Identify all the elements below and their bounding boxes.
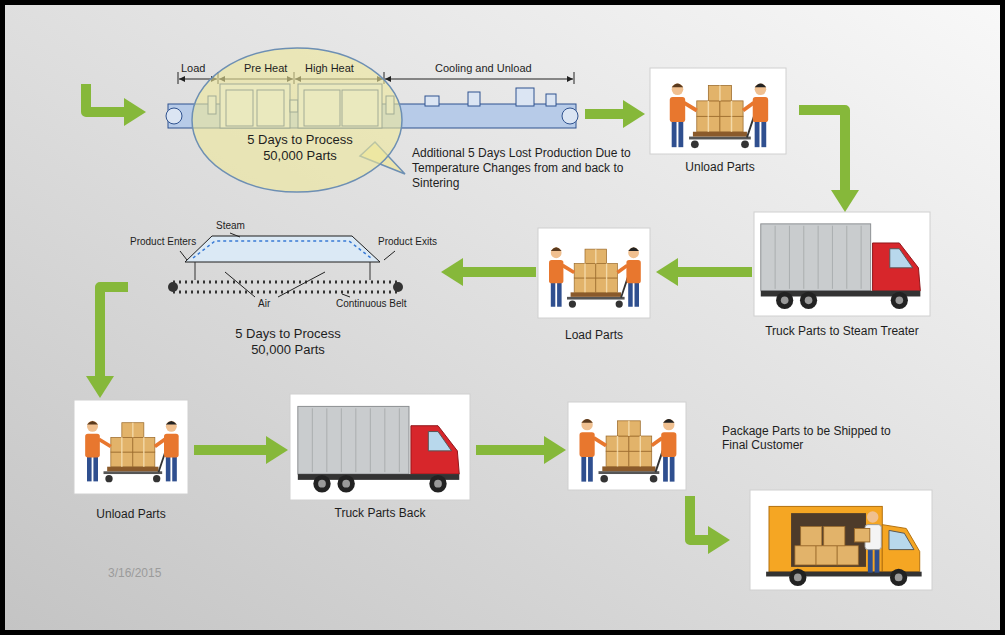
steam-treater-drawing bbox=[278, 272, 325, 297]
picture-frames bbox=[290, 394, 470, 500]
speech-bubble bbox=[190, 46, 410, 196]
steam-treater: SteamProduct Enters Product ExitsAir Conti… bbox=[128, 218, 441, 362]
steam-treater-drawing bbox=[230, 233, 240, 237]
flow-arrow bbox=[799, 110, 845, 190]
process-step: Unload Parts bbox=[645, 66, 799, 179]
part-label: Air bbox=[258, 298, 270, 310]
bubble-outline bbox=[192, 48, 402, 192]
step-caption: Cooling and Unload bbox=[435, 62, 532, 75]
steam-treater-drawing bbox=[225, 272, 255, 297]
step-caption: Load bbox=[181, 62, 205, 75]
sintering-furnace bbox=[546, 94, 556, 106]
steam-treater-drawing bbox=[193, 241, 371, 258]
clip-art bbox=[298, 406, 459, 492]
picture-frames bbox=[568, 402, 686, 490]
flow-arrow bbox=[476, 445, 544, 455]
callout-bubble: 5 Days to Process 50,000 Parts bbox=[190, 46, 410, 196]
steam-treater-drawing bbox=[180, 251, 187, 260]
slide-ground bbox=[5, 5, 1000, 630]
steam-treater-drawing bbox=[393, 282, 403, 292]
sintering-furnace bbox=[385, 79, 573, 80]
step-caption: 5 Days to Process 50,000 Parts bbox=[223, 326, 353, 357]
picture-frames bbox=[650, 68, 786, 154]
steam-treater-drawing bbox=[370, 262, 371, 280]
sintering-furnace: LoadPre HeatHigh HeatCooling and Unload5… bbox=[165, 50, 585, 135]
flow-arrow bbox=[678, 267, 752, 277]
steam-treater-drawing bbox=[168, 282, 178, 292]
steam-treater-drawing bbox=[185, 236, 380, 262]
step-caption: Unload Parts bbox=[72, 507, 190, 521]
sintering-furnace bbox=[166, 108, 182, 124]
date-stamp: 3/16/2015 bbox=[108, 566, 161, 581]
flow-arrow bbox=[194, 445, 266, 455]
part-label: Steam bbox=[216, 220, 245, 232]
step-caption: Pre Heat bbox=[244, 62, 287, 75]
process-step: Load Parts bbox=[536, 228, 656, 347]
steam-treater-drawing bbox=[180, 233, 395, 297]
flow-arrow bbox=[463, 267, 536, 277]
sintering-furnace bbox=[178, 72, 179, 84]
steam-treater-drawing bbox=[173, 281, 398, 284]
steam-treater-drawing bbox=[168, 233, 403, 297]
sintering-furnace bbox=[425, 96, 439, 106]
picture-frames bbox=[750, 490, 932, 590]
step-caption: Truck Parts to Steam Treater bbox=[752, 324, 932, 338]
note-text: Additional 5 Days Lost Production Due to… bbox=[412, 146, 642, 191]
clip-art bbox=[85, 421, 178, 482]
clip-art bbox=[761, 224, 921, 309]
step-caption: Package Parts to be Shipped to Final Cus… bbox=[722, 424, 897, 453]
clip-art bbox=[670, 84, 768, 149]
flow-arrow bbox=[86, 84, 124, 112]
steam-treater-drawing bbox=[195, 262, 196, 280]
flow-arrow bbox=[690, 496, 708, 540]
flow-arrow bbox=[100, 287, 128, 376]
step-caption: 5 Days to Process 50,000 Parts bbox=[235, 132, 365, 163]
sintering-furnace bbox=[562, 108, 578, 124]
step-caption: High Heat bbox=[305, 62, 354, 75]
part-label: Continuous Belt bbox=[336, 298, 407, 310]
sintering-furnace bbox=[516, 88, 534, 106]
clip-art bbox=[580, 419, 677, 483]
picture-frames bbox=[74, 400, 188, 494]
process-step: Unload Parts bbox=[72, 398, 194, 526]
picture-frames bbox=[538, 228, 650, 318]
clip-art bbox=[549, 247, 641, 307]
steam-treater-drawing bbox=[384, 251, 395, 260]
flow-arrow bbox=[585, 109, 623, 119]
step-caption: Truck Parts Back bbox=[288, 506, 472, 520]
steam-treater-drawing bbox=[342, 294, 350, 297]
step-caption: Unload Parts bbox=[645, 160, 795, 174]
sintering-furnace bbox=[574, 72, 575, 84]
process-step: Truck Parts to Steam Treater bbox=[752, 212, 936, 343]
process-step: Truck Parts Back bbox=[288, 393, 476, 525]
part-label: Product Enters bbox=[130, 236, 196, 248]
clip-art bbox=[766, 506, 922, 586]
picture-frames bbox=[754, 212, 930, 316]
sintering-furnace bbox=[468, 92, 480, 106]
part-label: Product Exits bbox=[378, 236, 437, 248]
process-step: Package Parts to be Shipped to Final Cus… bbox=[566, 400, 901, 492]
step-caption: Load Parts bbox=[536, 328, 652, 342]
